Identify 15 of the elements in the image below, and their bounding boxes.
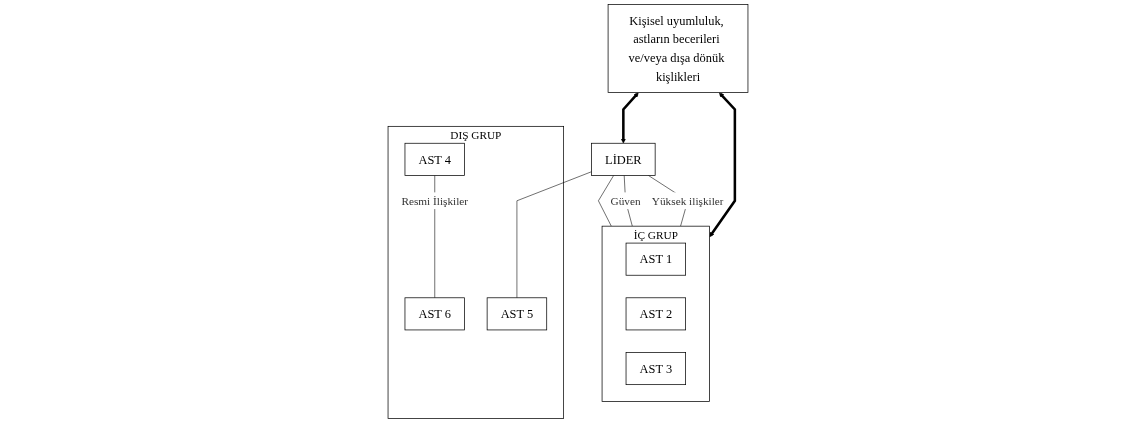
node-box: AST 2 — [625, 297, 686, 331]
node-box: AST 4 — [404, 142, 465, 176]
edge-label: Güven — [610, 194, 641, 207]
arrow — [620, 92, 639, 144]
node-box: AST 6 — [404, 297, 465, 331]
edge-label: Resmi İlişkiler — [401, 194, 469, 207]
node-box: AST 5 — [486, 297, 548, 331]
node-box: Kişisel uyumluluk, astların becerileri ve/veya dışa dönük kişlikleri — [607, 4, 749, 93]
connector — [516, 171, 592, 299]
arrow — [709, 92, 737, 238]
node-box: AST 1 — [625, 242, 686, 276]
node-box: LİDER — [591, 142, 656, 176]
node-box: AST 3 — [625, 352, 686, 385]
connector — [434, 175, 436, 299]
edge-label: Yüksek ilişkiler — [651, 194, 724, 207]
